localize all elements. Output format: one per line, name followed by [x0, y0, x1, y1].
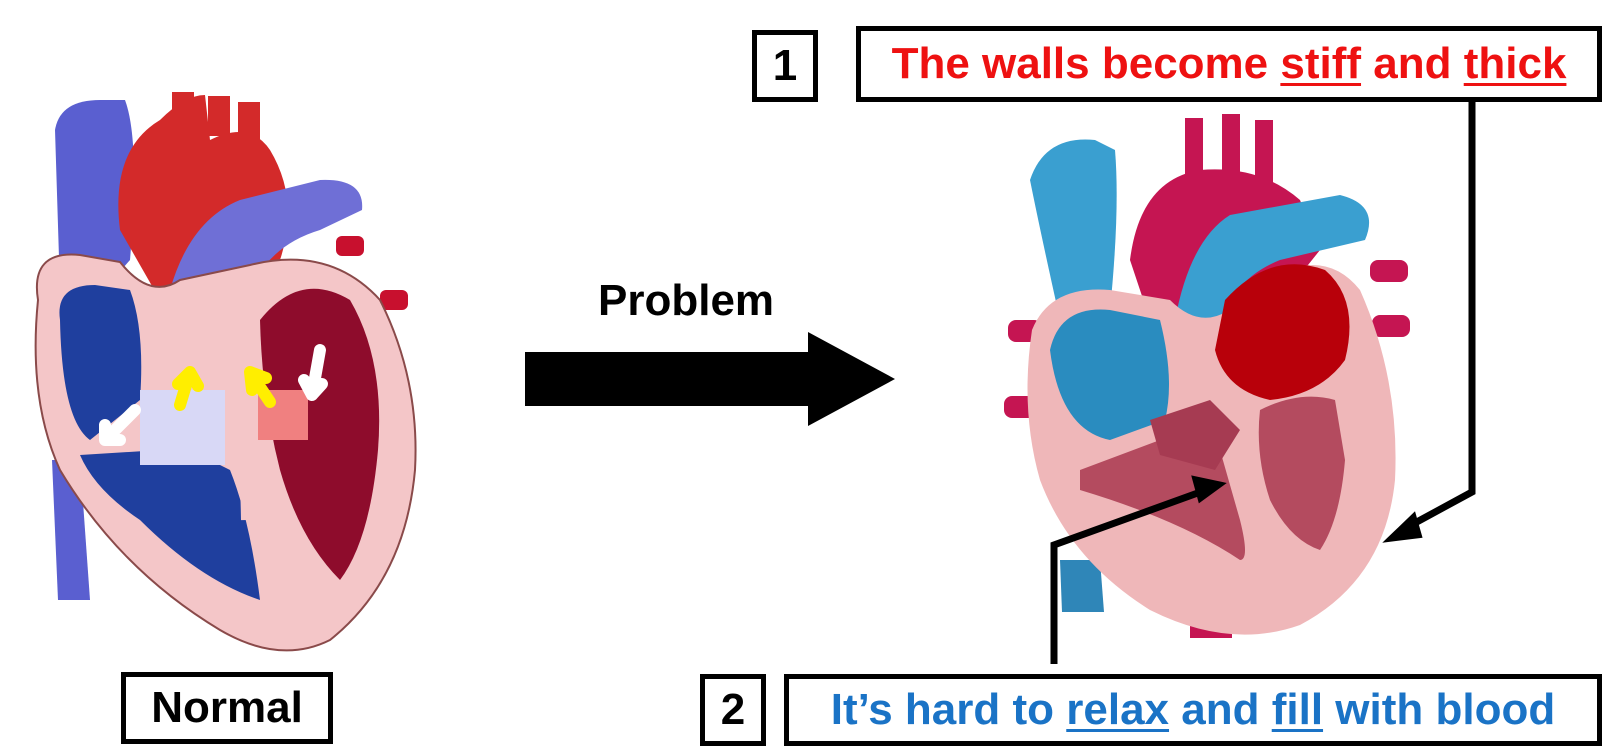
problem-left-ventricle [1258, 396, 1345, 550]
normal-vena-cava [55, 100, 134, 300]
callout-2-keyword-fill: fill [1271, 685, 1324, 734]
callout-1-number: 1 [772, 41, 798, 90]
normal-right-ventricle [80, 450, 260, 600]
normal-caption: Normal [151, 683, 303, 732]
callout-2-caption-box: It’s hard to relax and fill with blood [784, 674, 1602, 746]
callout-1-caption: The walls become stiff and thick [891, 39, 1567, 88]
normal-caption-box: Normal [121, 672, 333, 744]
problem-right-ventricle [1080, 440, 1245, 560]
callout-2-caption: It’s hard to relax and fill with blood [830, 685, 1556, 734]
callout-2-number: 2 [720, 685, 746, 734]
callout-1-connector [1382, 100, 1476, 543]
problem-vena-cava [1030, 139, 1117, 320]
normal-heart-illustration [34, 92, 417, 652]
problem-arrow [525, 332, 895, 426]
callout-2-number-box: 2 [700, 674, 766, 746]
problem-left-atrium [1215, 264, 1350, 400]
callout-1-caption-box: The walls become stiff and thick [856, 26, 1602, 102]
arrow-label-problem: Problem [598, 276, 775, 325]
callout-1-keyword-thick: thick [1463, 39, 1567, 88]
normal-left-ventricle [260, 288, 380, 580]
problem-pulmonary-artery [1175, 195, 1370, 330]
callout-2-keyword-relax: relax [1066, 685, 1170, 734]
callout-1-number-box: 1 [752, 30, 818, 102]
callout-1-keyword-stiff: stiff [1280, 39, 1362, 88]
problem-heart-illustration [1004, 114, 1410, 638]
normal-pulmonary-artery [170, 179, 363, 290]
normal-flow-arrows [99, 344, 328, 446]
callout-2-connector [1050, 475, 1227, 664]
